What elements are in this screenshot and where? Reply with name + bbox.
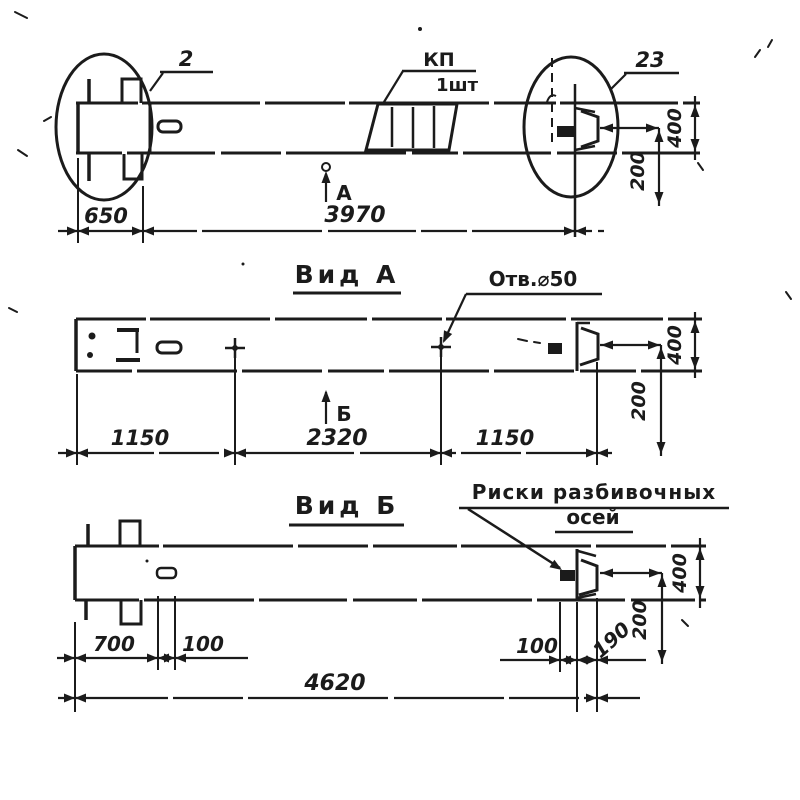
dim-650: 650: [84, 204, 128, 228]
beam-outline-view-b: [73, 544, 706, 602]
dim-4620: 4620: [303, 671, 365, 696]
axis-marks-callout: Риски разбивочных осей: [459, 480, 729, 574]
view-a: Вид А Отв.⌀50: [58, 260, 702, 465]
dims-view-b-right: 100 190: [500, 598, 646, 712]
top-view: 2 23 КП 1шт А 650 3970: [54, 47, 700, 243]
dims-top-view-horizontal: 650 3970: [58, 158, 604, 243]
axis-marks-label-line1: Риски разбивочных: [472, 480, 716, 504]
dim-400-view-b: 400: [669, 553, 691, 594]
dim-2320: 2320: [306, 426, 367, 451]
paper-specks: [8, 11, 792, 627]
lifting-loop: [364, 102, 459, 152]
dim-400-top-view: 400: [664, 108, 686, 149]
dim-400-view-a: 400: [664, 325, 686, 366]
view-b: Вид Б Риски разбивочных осей: [57, 480, 729, 712]
view-b-title: Вид Б: [295, 491, 400, 520]
view-direction-arrow-a: А: [321, 162, 352, 205]
left-end-features-view-a: [87, 328, 183, 362]
callout-2: 2: [149, 47, 213, 92]
callout-2-label: 2: [179, 47, 194, 71]
dims-view-a-horizontal: 1150 2320 1150: [58, 356, 612, 465]
dim-190: 190: [588, 617, 635, 663]
dim-100-right: 100: [516, 634, 558, 658]
dims-view-a-vertical: 400 200: [600, 312, 700, 456]
dim-200-view-b: 200: [629, 600, 651, 640]
detail-circle-left: [54, 52, 154, 202]
dims-view-b-left: 700 100: [57, 596, 248, 712]
dim-3970: 3970: [324, 203, 385, 228]
dim-200-top-view: 200: [627, 151, 649, 191]
view-arrow-b-label: Б: [336, 402, 351, 426]
dim-1150-right: 1150: [476, 426, 534, 450]
loop-mark-label: КП: [423, 49, 454, 71]
view-arrow-a-label: А: [336, 181, 352, 205]
loop-qty-label: 1шт: [436, 75, 479, 96]
dim-100-left: 100: [182, 632, 224, 656]
dim-200-view-a: 200: [628, 381, 650, 421]
right-end-console-view-b: [560, 549, 599, 600]
dim-1150-left: 1150: [111, 426, 169, 450]
callout-23: 23: [610, 48, 679, 90]
right-end-console-top-view: [546, 58, 600, 237]
hole-mark-left: [225, 338, 245, 358]
left-end-anchors-view-b: [84, 519, 178, 626]
dims-view-b-vertical: 400 200: [600, 538, 705, 664]
view-a-title: Вид А: [295, 260, 400, 289]
left-end-anchors-top-view: [87, 77, 183, 181]
loop-callout-kp: КП 1шт: [383, 49, 479, 103]
dim-700: 700: [93, 632, 135, 656]
hole-mark-right: [431, 337, 451, 357]
callout-23-label: 23: [635, 48, 664, 72]
hole-label: Отв.⌀50: [489, 267, 578, 291]
dims-top-view-vertical: 400 200: [600, 96, 700, 206]
view-direction-arrow-b: Б: [321, 390, 352, 426]
right-end-console-view-a: [548, 321, 600, 371]
axis-marks-label-line2: осей: [566, 505, 619, 529]
dim-overall: 4620: [58, 671, 640, 703]
